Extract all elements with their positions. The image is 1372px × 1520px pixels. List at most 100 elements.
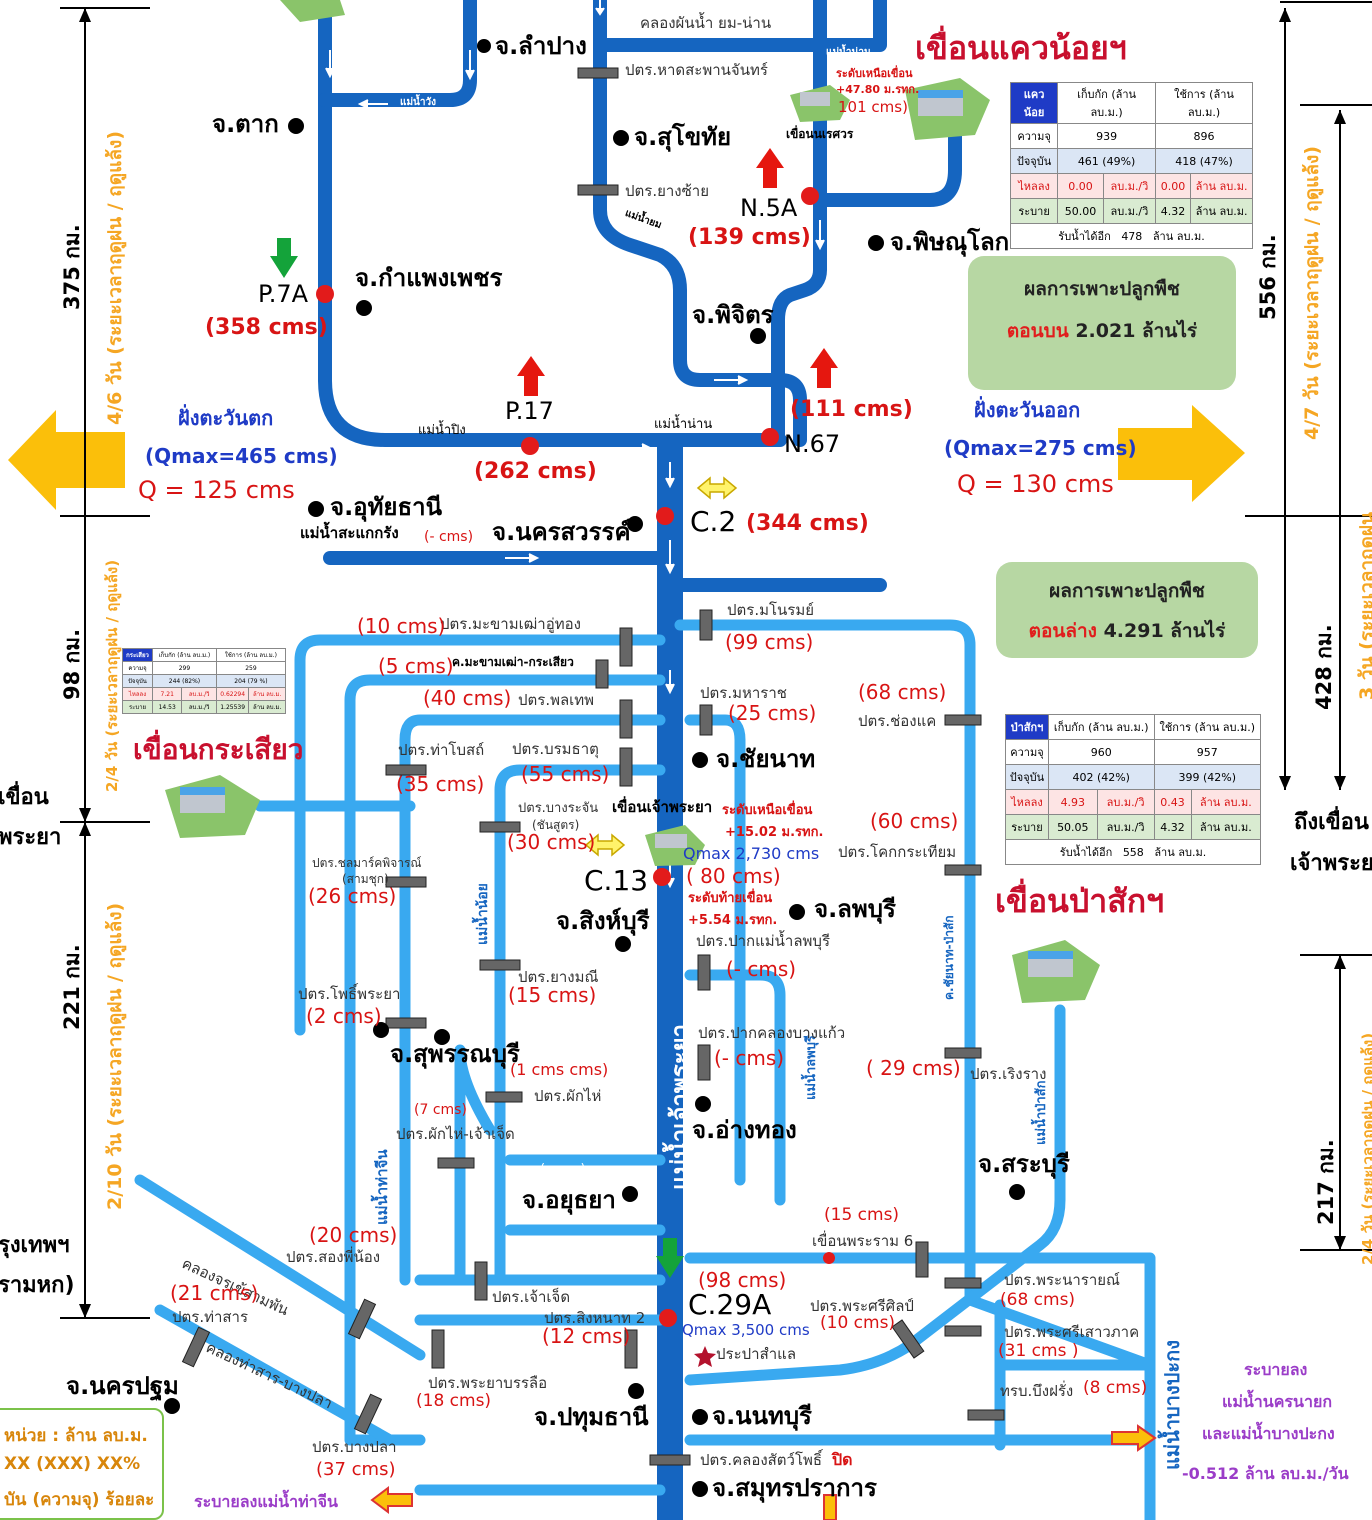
province-lopburi: จ.ลพบุรี: [814, 895, 896, 923]
up-arrow-n67: [810, 348, 838, 388]
table-cell: ไหลลง: [1005, 789, 1049, 815]
table-cell: ล้าน ลบ.ม.: [1190, 198, 1253, 224]
table-cell: 299: [152, 661, 217, 675]
province-kamphaengphet: จ.กำแพงเพชร: [355, 264, 503, 292]
makhamtao-canal: [294, 634, 666, 1036]
flow-c13: ( 80 cms): [686, 864, 781, 888]
table-cell: 244 (82%): [152, 674, 217, 688]
gate-icon: [697, 1044, 711, 1081]
table-cell: 204 (79 %): [215, 674, 287, 688]
scale-arrow: [79, 1304, 91, 1318]
gate-pakmaenamlopburi: ปตร.ปากแม่น้ำลพบุรี: [696, 932, 831, 950]
gate-icon: [619, 747, 633, 787]
right-duration-2: 3 วัน (ระยะเวลาฤดูฝน: [1356, 512, 1372, 700]
canal-makham: ค.มะขามเฒ่า-กระเสียว: [452, 655, 574, 669]
province-dot: [692, 1481, 708, 1497]
river-nan: แม่น้ำน่าน: [654, 417, 713, 432]
canal-phongphaeng: ค.โผงเผง: [538, 1141, 587, 1155]
flow-bangrachan: (30 cms): [507, 830, 596, 854]
river-bangpakong: แม่น้ำบางปะกง: [1160, 1340, 1184, 1470]
receive-label: รับน้ำได้อีก: [1059, 846, 1113, 859]
nan-river: [771, 0, 827, 447]
province-phitsanulok: จ.พิษณุโลก: [890, 228, 1010, 256]
west-arrow: [8, 410, 125, 510]
dam-illustration-icon: [790, 85, 850, 122]
right-distance-2: 428 กม.: [1312, 624, 1336, 710]
table-cell: 50.00: [1057, 198, 1104, 224]
gate-chongkhae: ปตร.ช่องแค: [858, 712, 937, 730]
gate-bungfang: ทรบ.บึงฝรั่ง: [1000, 1382, 1074, 1400]
receive-unit: ล้าน ลบ.ม.: [1154, 846, 1207, 859]
table-cell: 939: [1057, 123, 1157, 149]
flow-arrow: [815, 220, 825, 251]
canal-mahachai: ค.มหาชัย-สนามชัย: [476, 1469, 577, 1483]
gate-icon: [479, 959, 521, 971]
west-q: Q = 125 cms: [138, 476, 295, 504]
gate-icon: [347, 1298, 377, 1340]
flow-makham-canal: (5 cms): [378, 654, 454, 678]
gate-icon: [944, 714, 982, 726]
scale-arrow: [79, 8, 91, 22]
gate-khlongsatphothi-status: ปิด: [832, 1450, 853, 1469]
table-header: ใช้การ (ล้าน ลบ.ม.): [1155, 82, 1253, 124]
table-header: เก็บกัก (ล้าน ลบ.ม.): [1047, 714, 1155, 740]
gate-bangrachan-sub: (ชันสูตร): [532, 818, 580, 832]
table-header: ป่าสักฯ: [1005, 714, 1049, 740]
canal-bangkhanak: ค.บางขนาก: [1016, 1419, 1080, 1433]
station-dot-phraram6: [823, 1252, 835, 1264]
east-title: ฝั่งตะวันออก: [974, 398, 1081, 422]
flow-p17: (262 cms): [474, 459, 597, 484]
dam-illustration-icon: [905, 78, 990, 140]
gate-phonlathep: ปตร.พลเทพ: [518, 691, 595, 709]
flow-arrow: [665, 670, 675, 695]
down-arrow-c29a: [656, 1238, 684, 1278]
flow-c2: (344 cms): [746, 511, 869, 536]
left-to-dam-2: พระยา: [0, 825, 62, 850]
crop-upper-box: ผลการเพาะปลูกพืช ตอนบน 2.021 ล้านไร่: [968, 256, 1236, 390]
naresuan-loop: [813, 113, 962, 207]
river-pasak: แม่น้ำป่าสัก: [1034, 1080, 1049, 1146]
gate-yangmanee: ปตร.ยางมณี: [518, 968, 599, 986]
prapa-label: ประปาสำแล: [716, 1345, 797, 1363]
province-pathumthani: จ.ปทุมธานี: [534, 1403, 649, 1431]
table-cell: 14.53: [152, 700, 183, 714]
legend-format: XX (XXX) XX%: [4, 1454, 141, 1474]
flow-arrow: [620, 443, 653, 453]
flow-phakhai-chaochet: (7 cms): [414, 1102, 467, 1118]
table-cell: ล้าน ลบ.ม.: [1190, 173, 1253, 199]
table-cell: ลบ.ม./วิ: [1096, 789, 1155, 815]
crop-lower-value: 4.291 ล้านไร่: [1103, 620, 1226, 642]
gate-icon: [699, 609, 713, 641]
flow-makhamtao: (10 cms): [357, 614, 446, 638]
gate-pakkhlongbangkaeo: ปตร.ปากคลองบางแก้ว: [698, 1024, 846, 1042]
receive-label: รับน้ำได้อีก: [1058, 230, 1111, 243]
scale-left-tick: [60, 7, 150, 1319]
station-c29a: C.29A: [688, 1288, 772, 1321]
canal-saensaep: ค.แสนแสบ: [842, 1417, 901, 1431]
table-cell: ลบ.ม./วิ: [1102, 198, 1157, 224]
gate-icon: [944, 1325, 982, 1337]
table-cell: ลบ.ม./วิ: [181, 700, 217, 714]
table-cell: ความจุ: [121, 661, 154, 675]
flow-arrow: [665, 462, 675, 489]
province-nonthaburi: จ.นนทบุรี: [712, 1402, 812, 1430]
province-phichit: จ.พิจิตร: [692, 301, 774, 329]
province-dot: [308, 501, 324, 517]
flow-yangmanee: (15 cms): [508, 983, 597, 1007]
gate-maharat: ปตร.มหาราช: [700, 684, 787, 702]
province-dot: [434, 1029, 450, 1045]
gate-thabot: ปตร.ท่าโบสถ์: [398, 741, 485, 759]
left-distance-2: 98 กม.: [60, 628, 84, 700]
table-cell: ไหลลง: [121, 687, 154, 701]
chorakhe-canal: [134, 1174, 426, 1361]
gate-icon: [915, 1241, 929, 1278]
station-dot-p7a: [316, 285, 334, 303]
gate-icon: [967, 1409, 1005, 1421]
province-dot: [615, 936, 631, 952]
flow-phrasrisin: (10 cms): [820, 1313, 896, 1333]
lopburi-river: [684, 969, 786, 1206]
gate-icon: [474, 1261, 488, 1301]
manorom-canal: [674, 619, 1156, 1371]
table-cell: 259: [215, 661, 287, 675]
province-dot: [789, 904, 805, 920]
